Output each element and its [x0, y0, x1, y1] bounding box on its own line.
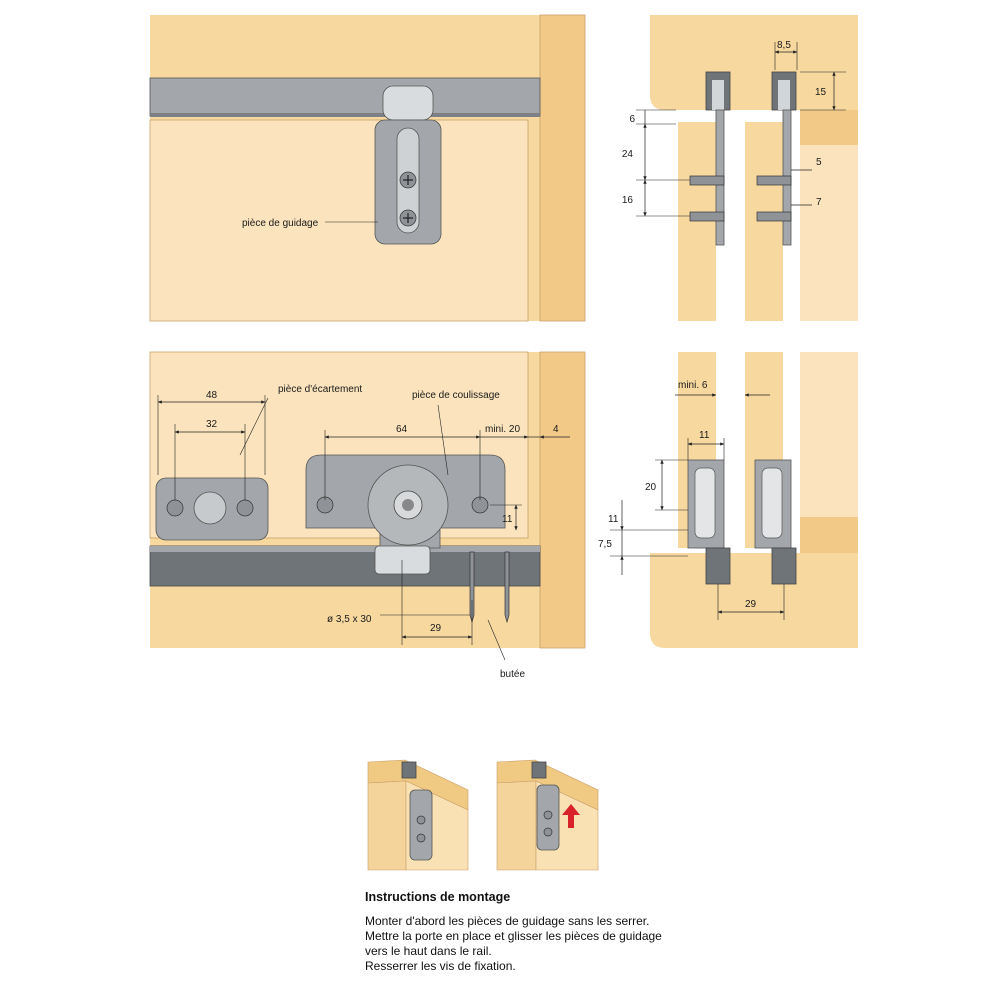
- label-guide-piece: pièce de guidage: [242, 218, 319, 229]
- svg-text:15: 15: [815, 87, 827, 98]
- instruction-line: Monter d'abord les pièces de guidage san…: [365, 914, 650, 928]
- instruction-line: Resserrer les vis de fixation.: [365, 959, 516, 973]
- spacer-piece-shape: [155, 477, 269, 541]
- panel-sliding-section: mini. 6 11 20 11 7,5 29: [598, 352, 858, 648]
- svg-text:11: 11: [608, 514, 619, 525]
- guide-piece-shape: [374, 85, 442, 245]
- screw-icons: [689, 175, 792, 222]
- svg-text:11: 11: [502, 514, 513, 525]
- svg-text:mini. 20: mini. 20: [485, 424, 520, 435]
- svg-text:4: 4: [553, 424, 559, 435]
- panel-guide-front: pièce de guidage: [149, 14, 586, 322]
- sliding-piece-shape: [305, 454, 506, 575]
- label-sliding-piece: pièce de coulissage: [412, 390, 500, 401]
- svg-text:64: 64: [396, 424, 408, 435]
- svg-text:48: 48: [206, 390, 218, 401]
- instruction-line: vers le haut dans le rail.: [365, 944, 492, 958]
- label-screw: ø 3,5 x 30: [327, 614, 372, 625]
- assembly-step-2: [496, 759, 599, 871]
- instructions-block: Instructions de montage Monter d'abord l…: [365, 890, 745, 974]
- assembly-step-1: [367, 759, 469, 871]
- svg-text:11: 11: [699, 430, 710, 441]
- svg-text:16: 16: [622, 195, 634, 206]
- svg-text:29: 29: [430, 623, 442, 634]
- svg-text:32: 32: [206, 419, 218, 430]
- svg-text:20: 20: [645, 482, 657, 493]
- stop-screws: [469, 551, 510, 624]
- svg-text:8,5: 8,5: [777, 40, 791, 51]
- panel-guide-section: 6 24 16 8,5 15 5 7: [622, 15, 858, 321]
- svg-text:7,5: 7,5: [598, 539, 612, 550]
- label-stop: butée: [500, 669, 525, 680]
- up-arrow-icon: [562, 804, 580, 828]
- svg-text:29: 29: [745, 599, 757, 610]
- svg-text:7: 7: [816, 197, 822, 208]
- panel-sliding-front: 48 32 64 mini. 20 4 11 29: [149, 351, 586, 661]
- svg-text:mini. 6: mini. 6: [678, 380, 708, 391]
- svg-text:6: 6: [629, 114, 635, 125]
- svg-text:24: 24: [622, 149, 634, 160]
- svg-text:5: 5: [816, 157, 822, 168]
- instruction-line: Mettre la porte en place et glisser les …: [365, 929, 662, 943]
- label-spacer-piece: pièce d'écartement: [278, 384, 362, 395]
- instructions-title: Instructions de montage: [365, 890, 511, 904]
